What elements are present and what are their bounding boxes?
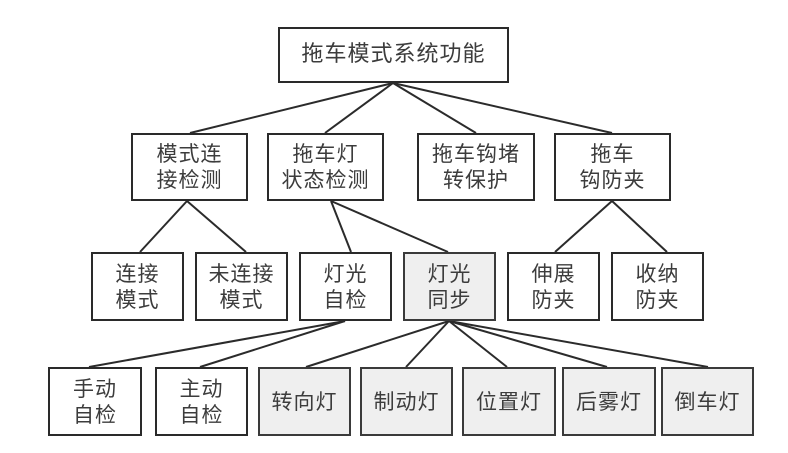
- node-connected-mode: 连接 模式: [91, 252, 184, 321]
- node-not-connected-mode: 未连接 模式: [195, 252, 288, 321]
- connector-root-hook-stall: [392, 82, 477, 134]
- connector-root-lamp-state: [324, 82, 394, 134]
- connector-root-mode-conn: [189, 82, 394, 134]
- node-manual-self-check: 手动 自检: [48, 367, 142, 436]
- connector-root-hook-pinch: [392, 82, 613, 134]
- node-retract-anti-pinch: 收纳 防夹: [611, 252, 704, 321]
- node-reverse-lamp: 倒车灯: [661, 367, 754, 436]
- node-hitch-stall-protection: 拖车钩堵 转保护: [417, 133, 535, 201]
- connector-hook-pinch-extend: [554, 200, 613, 253]
- connector-sync-brake: [405, 320, 450, 368]
- connector-sync-reverse: [448, 320, 709, 368]
- node-brake-lamp: 制动灯: [360, 367, 453, 436]
- node-active-self-check: 主动 自检: [155, 367, 248, 436]
- connector-selfcheck-manual: [88, 320, 346, 368]
- node-lamp-self-check: 灯光 自检: [299, 252, 392, 321]
- root-node: 拖车模式系统功能: [278, 27, 509, 83]
- connector-lamp-state-sync: [330, 200, 449, 253]
- node-turn-lamp: 转向灯: [258, 367, 351, 436]
- connector-sync-rear-fog: [448, 320, 608, 368]
- node-trailer-lamp-state-detection: 拖车灯 状态检测: [267, 133, 384, 201]
- connector-lamp-state-selfcheck: [330, 200, 352, 253]
- node-mode-connection-detection: 模式连 接检测: [131, 133, 248, 201]
- connector-mode-conn-connected: [139, 200, 188, 253]
- connector-mode-conn-not-connected: [186, 200, 247, 253]
- connector-sync-position: [448, 320, 508, 368]
- connector-selfcheck-active: [199, 320, 346, 368]
- connector-hook-pinch-retract: [611, 200, 668, 253]
- node-rear-fog-lamp: 后雾灯: [562, 367, 656, 436]
- node-position-lamp: 位置灯: [462, 367, 556, 436]
- node-hitch-anti-pinch: 拖车 钩防夹: [554, 133, 671, 201]
- connector-sync-turn: [305, 320, 450, 368]
- node-lamp-sync: 灯光 同步: [403, 252, 496, 321]
- node-extend-anti-pinch: 伸展 防夹: [507, 252, 600, 321]
